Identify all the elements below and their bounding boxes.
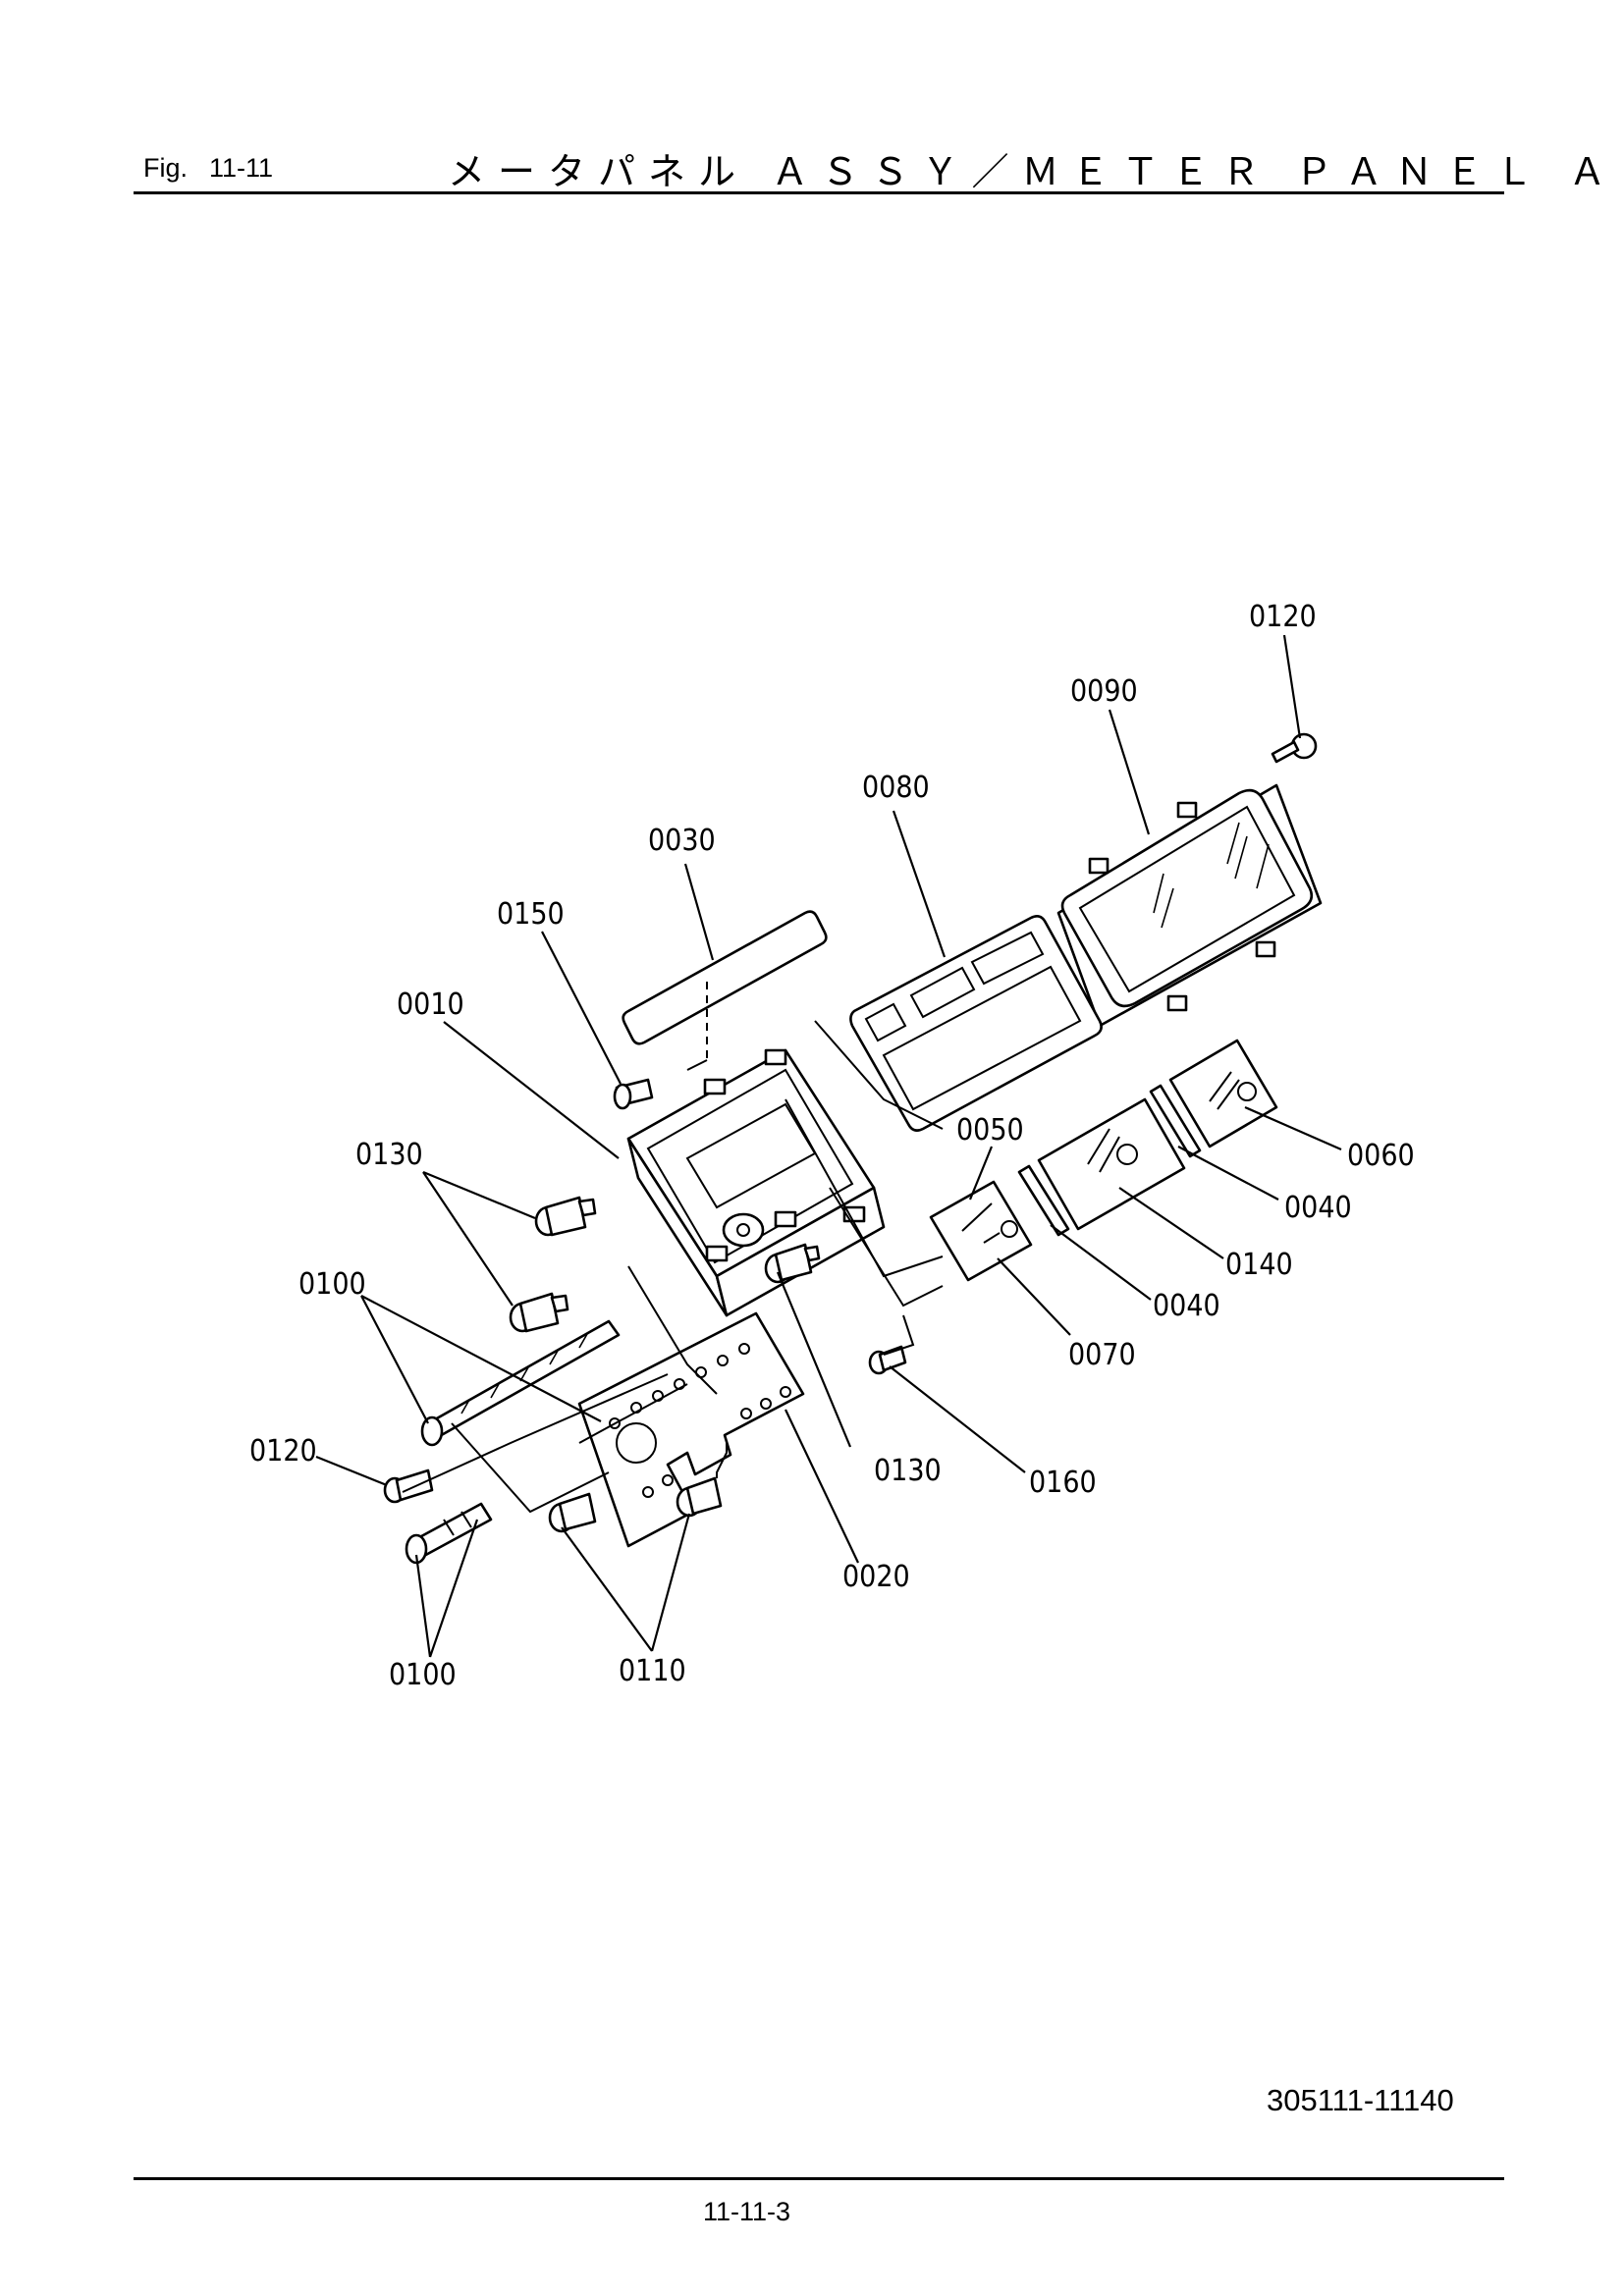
callout-0010: 0010 [397, 988, 464, 1022]
callout-0130-mid: 0130 [874, 1454, 942, 1488]
callout-0160: 0160 [1029, 1466, 1097, 1500]
part-0030-label-strip [622, 910, 828, 1045]
part-0090-meter-cover [1056, 783, 1323, 1028]
callout-0100-lower: 0100 [389, 1658, 457, 1692]
part-0060-dial-plate [1168, 1039, 1278, 1148]
callout-0040-lower: 0040 [1153, 1289, 1220, 1323]
part-0130-socket-upper [534, 1196, 597, 1237]
part-0080-bezel [849, 915, 1103, 1132]
part-0110-socket-b [676, 1476, 723, 1518]
callout-0110: 0110 [619, 1654, 686, 1688]
figure-reference: Fig. 11-11 [143, 153, 273, 184]
page-title: メータパネル ＡＳＳＹ／ＭＥＴＥＲ ＰＡＮＥＬ ＡＳ [448, 152, 1624, 193]
callout-0060: 0060 [1347, 1139, 1415, 1173]
figure-number: 11-11 [209, 153, 274, 183]
part-0020-circuit-board [577, 1311, 805, 1548]
part-0050-dial-plate [929, 1180, 1033, 1282]
callout-0080: 0080 [862, 771, 930, 805]
callout-0120-left: 0120 [249, 1434, 317, 1468]
page-number: 11-11-3 [703, 2197, 791, 2226]
part-0130-socket-lower [509, 1292, 569, 1333]
part-0110-socket-a [548, 1492, 597, 1533]
callout-0070: 0070 [1068, 1338, 1136, 1372]
drawing-code: 305111-11140 [1267, 2083, 1454, 2117]
callout-0140: 0140 [1225, 1248, 1293, 1282]
part-0010-meter-housing [626, 1048, 886, 1317]
assembly-guide-lines [402, 982, 944, 1514]
header-rule [134, 191, 1504, 194]
callout-0100-upper: 0100 [298, 1267, 366, 1302]
callout-0150: 0150 [497, 897, 565, 932]
part-0100-harness-upper [420, 1319, 621, 1447]
callout-labels: 0120 0090 0080 0030 0150 0010 0130 0050 … [249, 600, 1415, 1692]
callout-leader-lines [315, 634, 1342, 1658]
callout-0040-upper: 0040 [1284, 1191, 1352, 1225]
part-0160-screw [868, 1345, 907, 1375]
footer-rule [134, 2177, 1504, 2180]
part-0120-left-screw [383, 1468, 434, 1504]
part-0120-top-screw [1271, 732, 1318, 764]
callout-0020: 0020 [842, 1560, 910, 1594]
part-0100-harness-lower [405, 1502, 493, 1565]
callout-0090: 0090 [1070, 674, 1138, 709]
part-0130-socket-right [764, 1243, 821, 1284]
callout-0120-top: 0120 [1249, 600, 1317, 634]
callout-0050: 0050 [956, 1113, 1024, 1148]
figure-prefix: Fig. [143, 153, 189, 183]
part-0150-screw [613, 1078, 654, 1110]
part-0140-dial-plate [1037, 1097, 1186, 1231]
part-0040-window-a [1017, 1164, 1070, 1237]
callout-0030: 0030 [648, 824, 716, 858]
part-0040-window-b [1149, 1084, 1202, 1158]
callout-0130-left: 0130 [355, 1138, 423, 1172]
